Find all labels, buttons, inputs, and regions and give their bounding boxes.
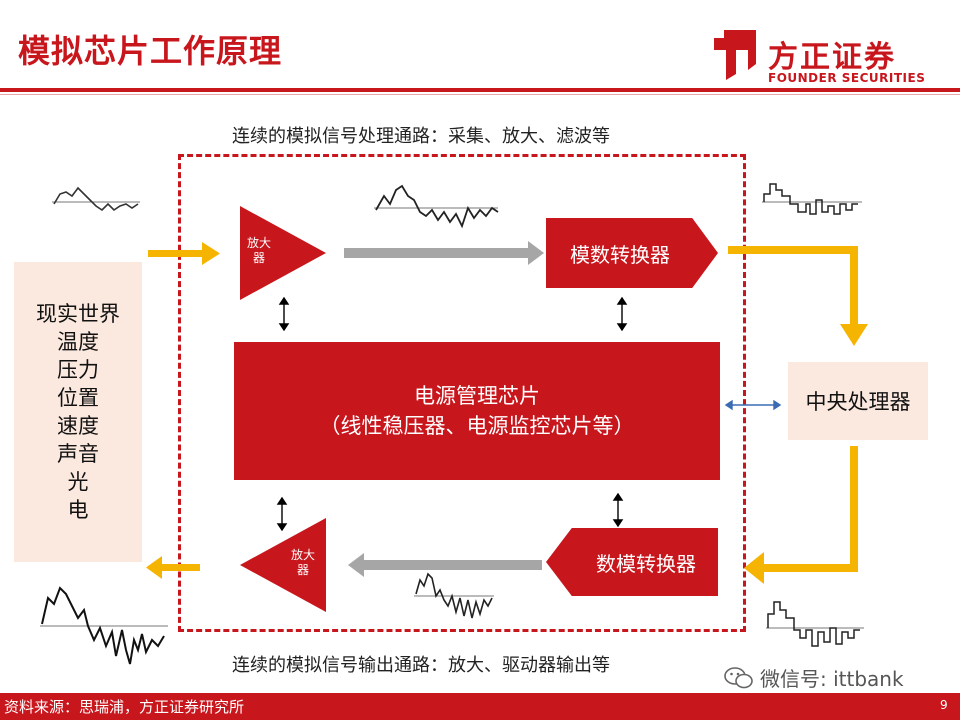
cpu-to-dac-arrow [744, 446, 858, 584]
watermark-text: 微信号: ittbank [760, 667, 904, 691]
dac-to-amp-arrow [348, 553, 542, 577]
waveform-output [40, 586, 168, 665]
real-world-item: 声音 [57, 442, 99, 466]
waveform-digital-in [762, 183, 862, 215]
real-world-item: 电 [67, 498, 89, 522]
footer-source: 资料来源：思瑞浦，方正证券研究所 [4, 698, 245, 716]
real-world-item: 压力 [57, 358, 99, 382]
power-management-subtitle: （线性稳压器、电源监控芯片等） [319, 414, 635, 438]
adc-to-cpu-arrow [728, 246, 868, 346]
waveform-dac-out [414, 572, 494, 619]
real-world-item: 速度 [57, 414, 99, 438]
header-rule-thin [0, 94, 960, 95]
amplifier-output-label: 放大 器 [288, 548, 318, 578]
dac-block: 数模转换器 [546, 528, 718, 596]
waveform-digital-out [766, 601, 864, 647]
power-adc-link [616, 296, 628, 332]
cpu-label: 中央处理器 [805, 390, 911, 414]
founder-logo-icon [714, 30, 756, 80]
waveform-input [52, 186, 140, 212]
bottom-caption: 连续的模拟信号输出通路：放大、驱动器输出等 [232, 655, 610, 676]
power-management-title: 电源管理芯片 [414, 384, 540, 408]
amplifier-input-label: 放大 器 [244, 236, 274, 266]
power-cpu-link [724, 399, 782, 411]
page-title: 模拟芯片工作原理 [18, 32, 283, 70]
adc-block: 模数转换器 [546, 218, 718, 288]
amp-to-adc-arrow [344, 241, 544, 265]
dac-label: 数模转换器 [596, 551, 696, 576]
wechat-icon [724, 666, 753, 688]
amplifier-output-label-line1: 放大 [290, 548, 315, 562]
watermark: 微信号: ittbank [724, 663, 904, 692]
real-world-item: 光 [67, 470, 89, 494]
real-world-item: 位置 [57, 386, 99, 410]
power-amp-top-link [278, 296, 290, 332]
footer-bar [0, 693, 960, 720]
chip-boundary [178, 154, 746, 632]
cpu-block: 中央处理器 [788, 362, 928, 440]
brand-name-en: FOUNDER SECURITIES [768, 71, 926, 85]
real-world-panel: 现实世界 温度 压力 位置 速度 声音 光 电 [14, 262, 142, 562]
amplifier-output-label-line2: 器 [296, 563, 309, 577]
waveform-amplified [374, 184, 499, 229]
amplifier-input-triangle [240, 206, 326, 300]
brand-name-cn: 方正证券 [768, 40, 896, 75]
adc-label: 模数转换器 [570, 242, 670, 267]
header-rule [0, 88, 960, 92]
power-management-block: 电源管理芯片 （线性稳压器、电源监控芯片等） [234, 342, 720, 480]
real-world-item: 温度 [57, 330, 99, 354]
output-arrow [146, 556, 200, 579]
power-dac-link [612, 492, 624, 528]
amplifier-input-label-line1: 放大 [246, 236, 271, 250]
amplifier-input-label-line2: 器 [252, 251, 265, 265]
input-arrow [148, 242, 220, 265]
page-number: 9 [940, 698, 948, 712]
top-caption: 连续的模拟信号处理通路：采集、放大、滤波等 [232, 126, 610, 147]
power-amp-bottom-link [276, 496, 288, 532]
amplifier-output-triangle [240, 518, 326, 612]
real-world-heading: 现实世界 [36, 302, 120, 326]
